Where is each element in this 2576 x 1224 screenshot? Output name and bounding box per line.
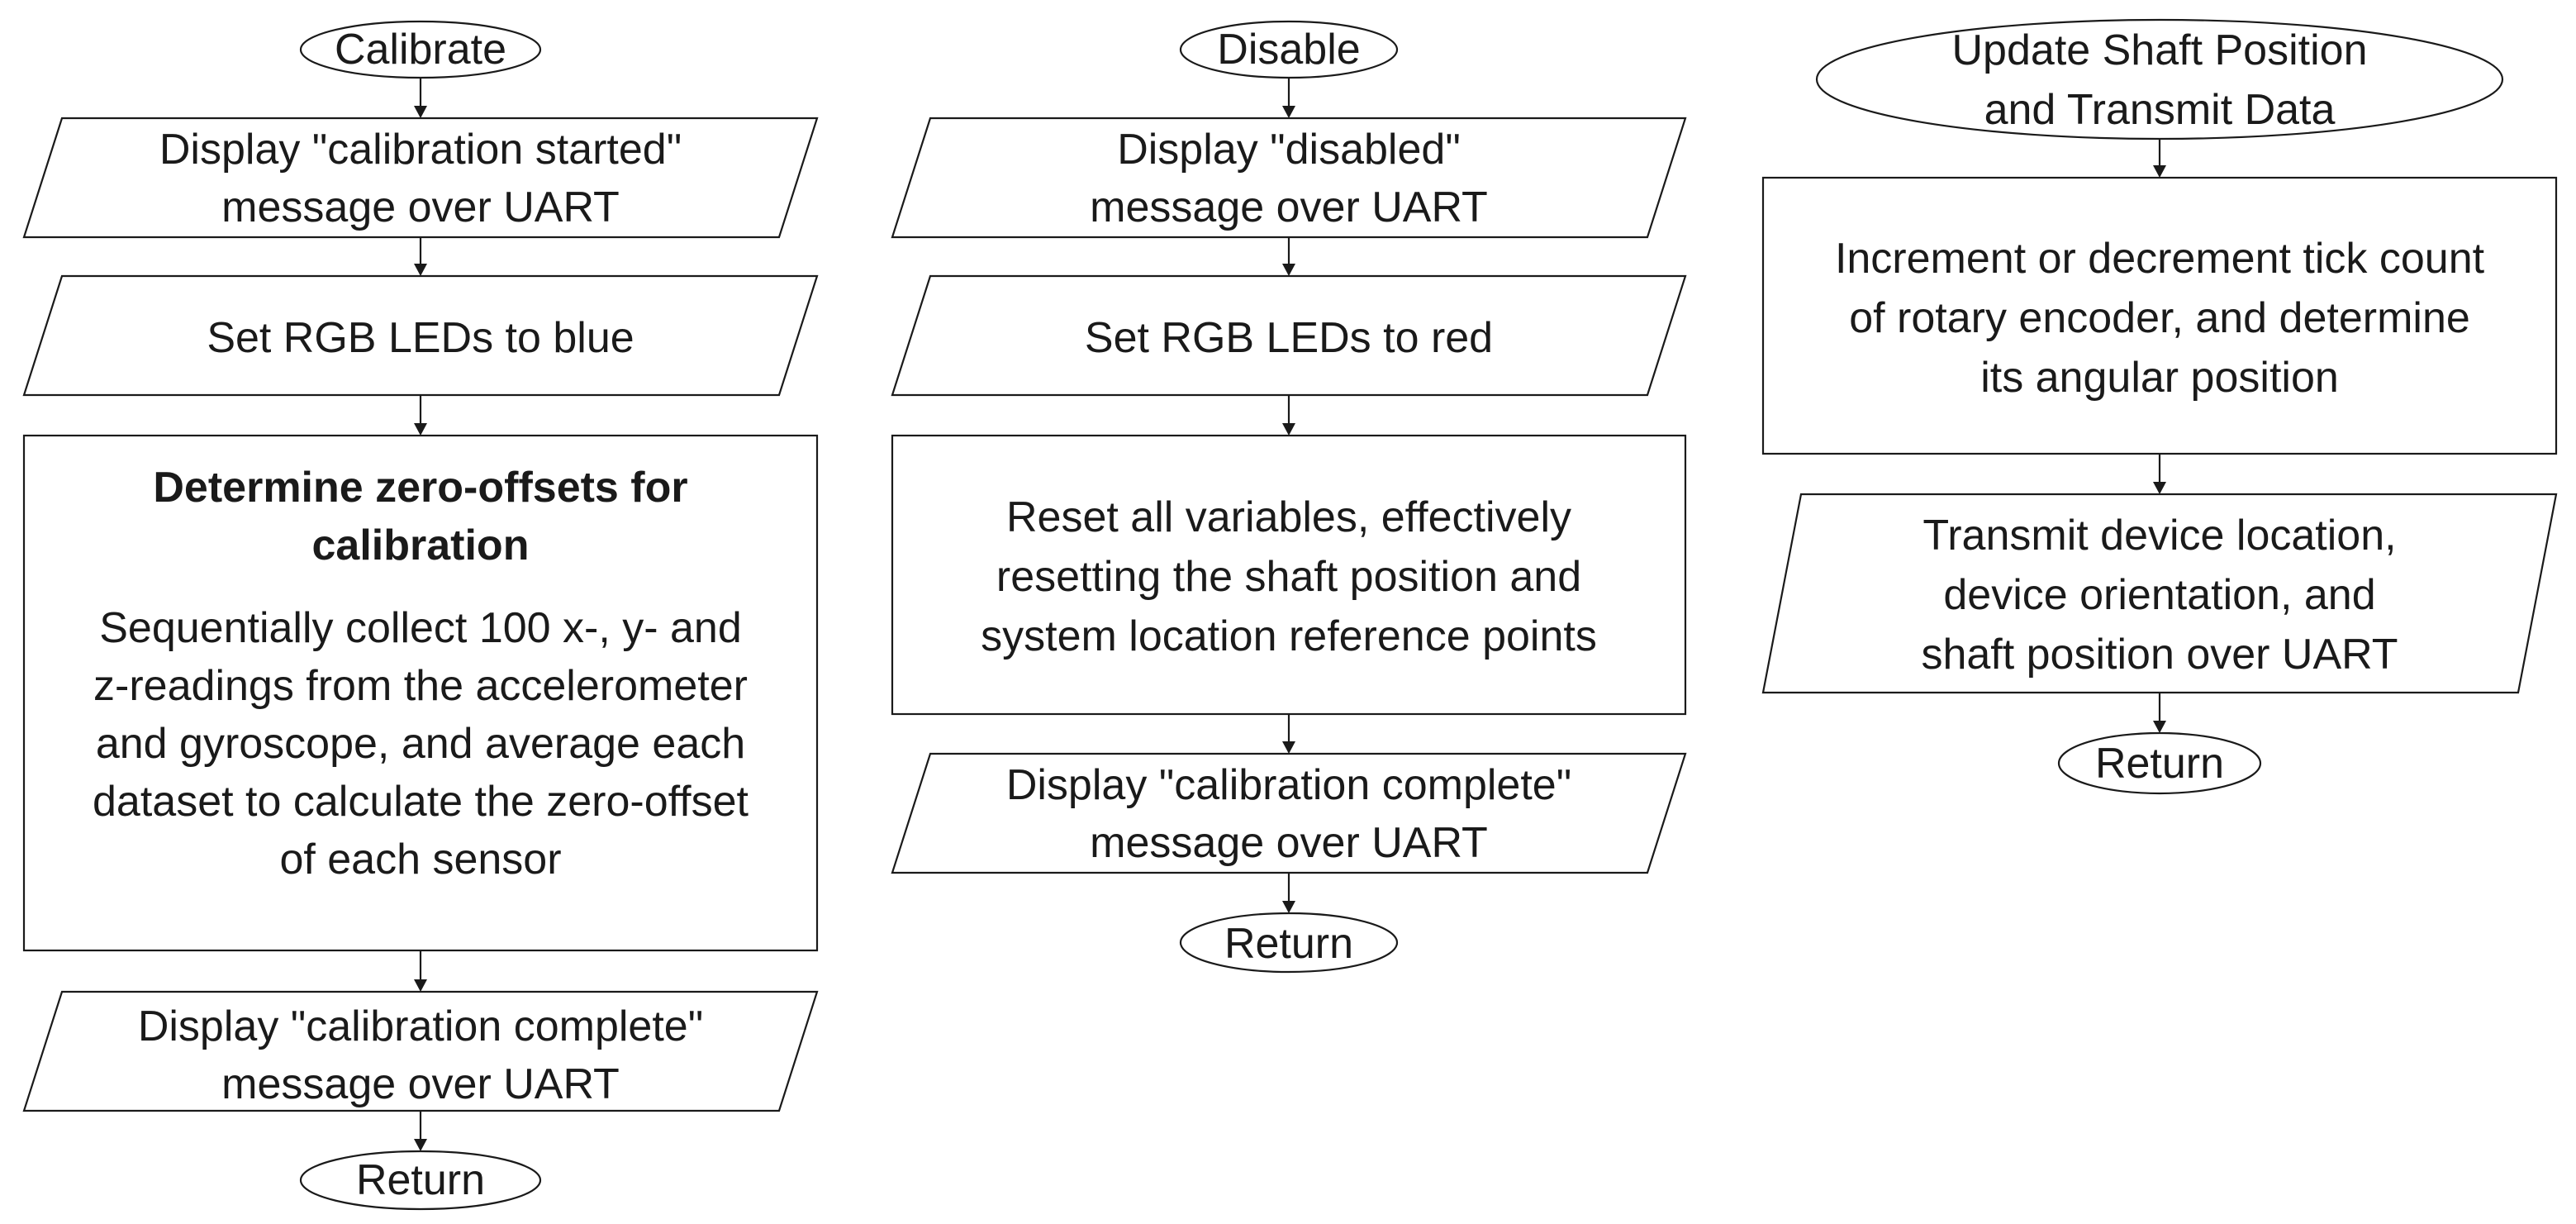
node-text-line: of rotary encoder, and determine (1849, 294, 2470, 342)
flow-arrow (1282, 78, 1295, 118)
node-text-line: Reset all variables, effectively (1006, 493, 1571, 541)
node-text-line: and Transmit Data (1984, 86, 2336, 134)
node-text-line: resetting the shaft position and (996, 553, 1581, 601)
node-text-line: Sequentially collect 100 x-, y- and (99, 604, 742, 652)
node-text-line: Set RGB LEDs to red (1085, 314, 1493, 362)
arrowhead-icon (414, 423, 427, 436)
io-shape (891, 117, 1687, 239)
flow-arrow (2153, 454, 2166, 494)
calibrate-leds-blue-node: Set RGB LEDs to blue (22, 274, 819, 397)
node-text-line: message over UART (221, 1060, 620, 1108)
flow-arrow (414, 237, 427, 276)
node-text-line: of each sensor (279, 836, 561, 883)
flow-arrow (414, 950, 427, 992)
flow-arrow (1282, 873, 1295, 913)
arrowhead-icon (1282, 741, 1295, 754)
flow-arrow (2153, 693, 2166, 733)
disable-leds-red-node: Set RGB LEDs to red (891, 274, 1687, 397)
arrowhead-icon (2153, 165, 2166, 178)
flow-arrow (2153, 139, 2166, 178)
flow-arrow (1282, 237, 1295, 276)
arrowhead-icon (1282, 264, 1295, 276)
arrowhead-icon (1282, 423, 1295, 436)
arrowhead-icon (1282, 901, 1295, 913)
process-shape (891, 434, 1687, 716)
flow-arrow (1282, 395, 1295, 436)
node-heading-line: Determine zero-offsets for (153, 464, 687, 512)
node-text-line: Transmit device location, (1922, 512, 2396, 560)
arrowhead-icon (1282, 106, 1295, 118)
node-text-line: Disable (1217, 26, 1360, 74)
update-shaft-tick-count-node: Increment or decrement tick count of rota… (1761, 176, 2558, 455)
disable-start-node: Disable (1179, 20, 1399, 79)
node-text-line: Increment or decrement tick count (1835, 235, 2485, 283)
node-text-line: system location reference points (981, 612, 1597, 660)
update-shaft-start-node: Update Shaft Position and Transmit Data (1815, 18, 2504, 140)
arrowhead-icon (414, 979, 427, 992)
node-text-line: z-readings from the accelerometer (93, 662, 748, 710)
node-text-line: Update Shaft Position (1952, 26, 2368, 74)
update-shaft-return-node: Return (2057, 731, 2262, 795)
node-heading-line: calibration (312, 522, 530, 569)
io-shape (22, 274, 819, 397)
arrowhead-icon (2153, 482, 2166, 494)
node-text-line: Display "calibration complete" (1006, 761, 1571, 809)
node-text-line: message over UART (1090, 183, 1488, 231)
node-text-line: message over UART (221, 183, 620, 231)
node-text-line: Display "calibration started" (159, 126, 682, 174)
node-text-line: dataset to calculate the zero-offset (93, 778, 749, 826)
node-text-line: its angular position (1980, 354, 2339, 402)
node-text-line: device orientation, and (1943, 571, 2375, 619)
node-text-line: shaft position over UART (1921, 631, 2398, 679)
disable-msg-complete-node: Display "calibration complete" message ov… (891, 752, 1687, 874)
io-shape (891, 274, 1687, 397)
flow-arrow (414, 78, 427, 118)
arrowhead-icon (414, 264, 427, 276)
calibrate-start-node: Calibrate (299, 20, 542, 79)
flow-arrow (414, 395, 427, 436)
node-text-line: Display "disabled" (1117, 126, 1461, 174)
calibrate-return-node: Return (299, 1150, 542, 1211)
calibrate-msg-complete-node: Display "calibration complete" message ov… (22, 990, 819, 1112)
io-shape (891, 752, 1687, 874)
io-shape (22, 990, 819, 1112)
calibrate-msg-started-node: Display "calibration started" message ove… (22, 117, 819, 239)
update-shaft-transmit-node: Transmit device location, device orientat… (1761, 493, 2558, 694)
arrowhead-icon (414, 106, 427, 118)
calibrate-zero-offsets-node: Determine zero-offsets for calibrationSeq… (22, 434, 819, 952)
node-text-line: Set RGB LEDs to blue (207, 314, 634, 362)
node-text-line: Display "calibration complete" (138, 1003, 703, 1050)
node-text-line: Calibrate (335, 26, 506, 74)
flow-arrow (414, 1111, 427, 1151)
flow-arrow (1282, 714, 1295, 754)
io-shape (1761, 493, 2558, 694)
node-text-line: Return (356, 1156, 485, 1204)
disable-return-node: Return (1179, 912, 1399, 974)
process-shape (1761, 176, 2558, 455)
node-text-line: and gyroscope, and average each (96, 720, 745, 768)
disable-msg-disabled-node: Display "disabled" message over UART (891, 117, 1687, 239)
node-text-line: Return (1224, 920, 1353, 968)
node-text-line: Return (2095, 740, 2224, 788)
disable-reset-vars-node: Reset all variables, effectively resettin… (891, 434, 1687, 716)
flow-column-update-shaft: Update Shaft Position and Transmit DataIn… (1761, 18, 2558, 795)
io-shape (22, 117, 819, 239)
arrowhead-icon (2153, 721, 2166, 733)
node-text-line: message over UART (1090, 819, 1488, 867)
arrowhead-icon (414, 1139, 427, 1151)
